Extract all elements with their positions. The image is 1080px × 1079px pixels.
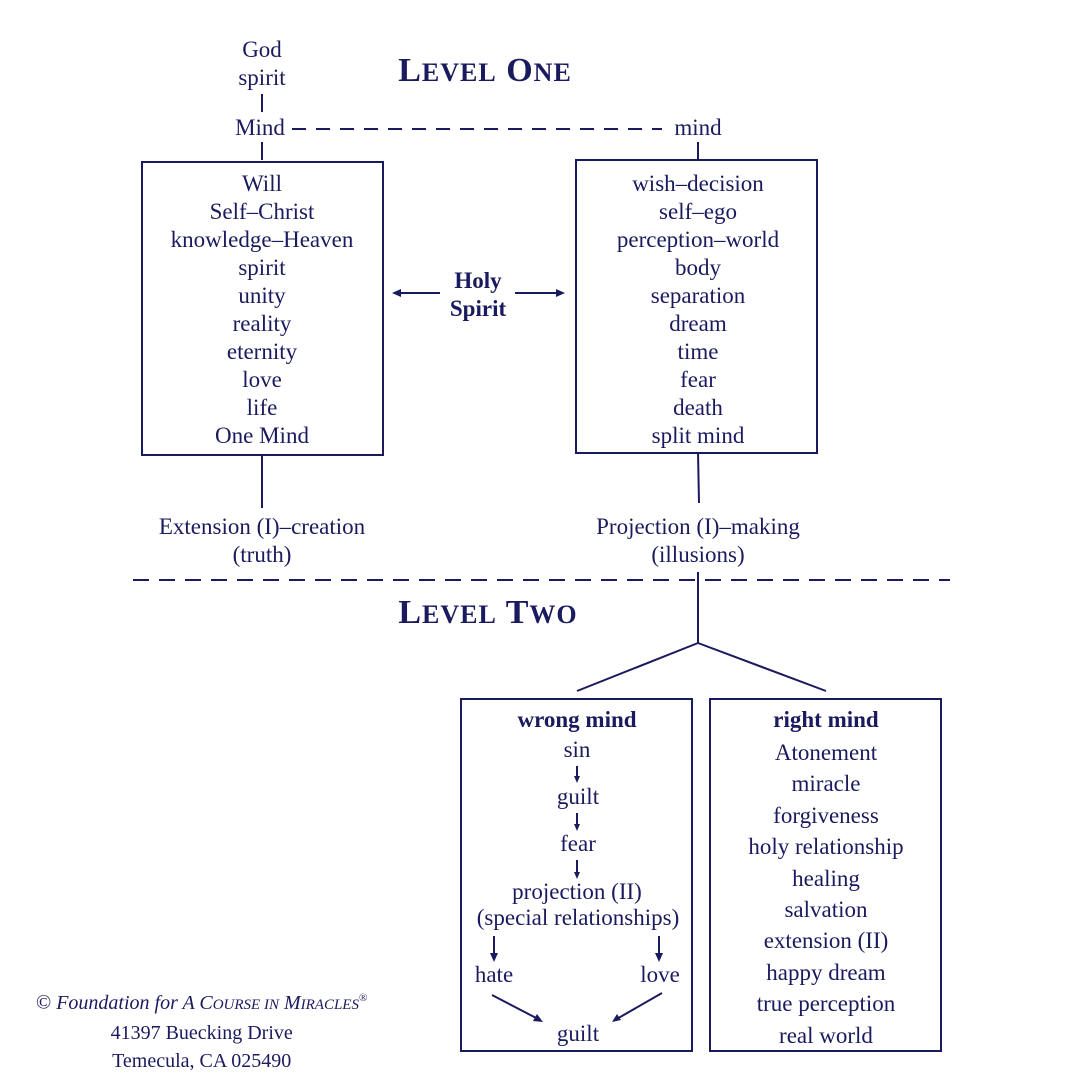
extension-line1: Extension (I)–creation <box>158 514 366 539</box>
right-item: separation <box>650 283 746 308</box>
right-mind-item: miracle <box>791 771 861 797</box>
arrowhead-left <box>392 289 401 297</box>
org-iracles: IRACLES <box>300 996 359 1013</box>
holy-spirit-line1: Holy <box>454 268 502 293</box>
right-item: wish–decision <box>632 171 764 196</box>
org-name: Foundation for A COURSE IN MIRACLES <box>56 992 359 1014</box>
level-one-heading: LEVEL ONE <box>398 52 572 90</box>
wrong-mind-fear: fear <box>560 831 596 856</box>
registered-mark: ® <box>358 992 368 1004</box>
wrong-mind-box <box>460 698 693 1052</box>
level-two-T: T <box>505 594 530 631</box>
right-item: self–ego <box>659 199 737 224</box>
left-item: life <box>246 395 278 420</box>
right-item: death <box>673 395 723 420</box>
right-mind-list: Atonement miracle forgiveness holy relat… <box>748 737 903 1051</box>
right-mind-item: extension (II) <box>763 928 889 954</box>
branch-to-wrong-mind <box>576 642 699 692</box>
footer-address: 41397 Buecking Drive <box>110 1021 293 1044</box>
left-item: One Mind <box>215 423 309 448</box>
org-c: C <box>199 991 213 1014</box>
arrow-hate-guilt <box>491 994 541 1021</box>
left-box-list: Will Self–Christ knowledge–Heaven spirit… <box>171 170 354 450</box>
level-two-evel: EVEL <box>422 600 497 629</box>
mind-upper-label: Mind <box>235 115 285 140</box>
left-item: spirit <box>238 255 286 280</box>
arrowhead-love-guilt <box>612 1014 621 1022</box>
right-mind-item: holy relationship <box>748 834 904 860</box>
right-item: perception–world <box>616 227 780 252</box>
left-item: love <box>242 367 282 392</box>
copyright-symbol: © <box>36 991 52 1014</box>
arrowhead-special-hate <box>490 953 498 962</box>
footer-org-line: © Foundation for A COURSE IN MIRACLES® <box>36 984 367 1019</box>
left-box <box>141 161 384 456</box>
wrong-mind-projection: projection (II) <box>512 879 642 904</box>
level-two-L: L <box>398 594 423 631</box>
level-one-evel: EVEL <box>421 58 497 87</box>
arrow-love-guilt <box>614 992 663 1021</box>
right-item: dream <box>669 311 727 336</box>
right-mind-item: true perception <box>756 991 896 1017</box>
level-two-wo: WO <box>529 600 578 629</box>
arrowhead-special-love <box>655 953 663 962</box>
wrong-mind-hate: hate <box>474 962 514 987</box>
mind-lower-label: mind <box>674 115 722 140</box>
branch-to-right-mind <box>697 642 827 692</box>
right-mind-item: salvation <box>784 897 868 923</box>
extension-line2: (truth) <box>232 542 292 567</box>
right-mind-box <box>709 698 942 1052</box>
right-item: split mind <box>651 423 745 448</box>
left-item: Will <box>242 171 282 196</box>
left-item: eternity <box>226 339 298 364</box>
wrong-mind-title: wrong mind <box>517 707 637 732</box>
holy-spirit-line2: Spirit <box>449 296 507 321</box>
right-box-list: wish–decision self–ego perception–world … <box>617 170 779 450</box>
left-item: unity <box>238 283 286 308</box>
org-ourse-in: OURSE IN <box>212 996 279 1013</box>
right-mind-title: right mind <box>773 707 879 732</box>
wrong-mind-guilt-final: guilt <box>556 1021 600 1046</box>
wrong-mind-sin: sin <box>563 737 591 762</box>
level-one-ne: NE <box>533 58 572 87</box>
wrong-mind-love: love <box>640 962 680 987</box>
right-item: fear <box>680 367 716 392</box>
right-item: body <box>674 255 721 280</box>
org-prefix: Foundation for A <box>56 991 195 1014</box>
level-two-heading: LEVEL TWO <box>398 594 577 632</box>
wrong-mind-special: (special relationships) <box>476 905 680 930</box>
right-mind-item: happy dream <box>766 959 886 985</box>
arrowhead-fear-projection <box>574 872 580 879</box>
level-one-O: O <box>506 52 534 89</box>
left-item: knowledge–Heaven <box>170 227 354 252</box>
org-m: M <box>283 991 301 1014</box>
left-item: Self–Christ <box>209 199 315 224</box>
arrowhead-right <box>556 289 565 297</box>
footer: © Foundation for A COURSE IN MIRACLES® 4… <box>36 984 367 1075</box>
right-mind-item: real world <box>779 1022 873 1048</box>
right-mind-item: healing <box>792 865 860 891</box>
right-mind-item: Atonement <box>774 740 878 765</box>
god-label: God <box>242 37 282 62</box>
arrowhead-hate-guilt <box>533 1014 543 1022</box>
projection-line1: Projection (I)–making <box>596 514 800 539</box>
connector-rightbox-projection <box>697 451 700 504</box>
wrong-mind-guilt: guilt <box>556 784 600 809</box>
right-mind-item: forgiveness <box>773 802 879 828</box>
arrowhead-guilt-fear <box>574 824 580 831</box>
right-box <box>575 159 818 454</box>
right-item: time <box>677 339 719 364</box>
spirit-label: spirit <box>238 65 286 90</box>
footer-city: Temecula, CA 025490 <box>112 1049 292 1072</box>
projection-line2: (illusions) <box>651 542 745 567</box>
level-one-L: L <box>398 52 422 89</box>
left-item: reality <box>232 311 292 336</box>
arrowhead-sin-guilt <box>574 776 580 783</box>
